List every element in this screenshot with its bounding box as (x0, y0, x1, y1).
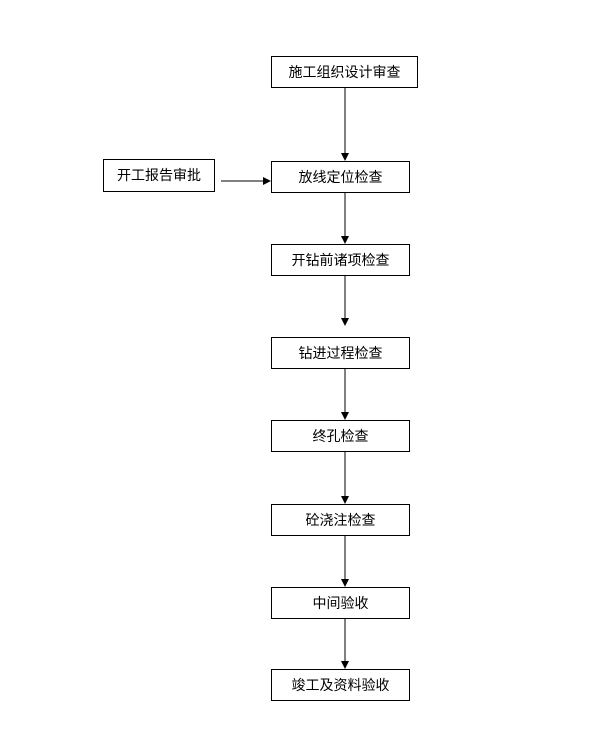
step-construction-design-review: 施工组织设计审查 (271, 56, 418, 88)
step-setting-out-check: 放线定位检查 (271, 161, 410, 193)
step-concrete-pouring-check: 砼浇注检查 (271, 504, 410, 536)
step-drilling-process-check: 钻进过程检查 (271, 337, 410, 369)
step-final-hole-check: 终孔检查 (271, 420, 410, 452)
step-intermediate-acceptance: 中间验收 (271, 587, 410, 619)
step-completion-acceptance: 竣工及资料验收 (271, 669, 410, 701)
step-start-report-approval: 开工报告审批 (103, 159, 215, 192)
step-pre-drilling-check: 开钻前诸项检查 (271, 244, 410, 276)
